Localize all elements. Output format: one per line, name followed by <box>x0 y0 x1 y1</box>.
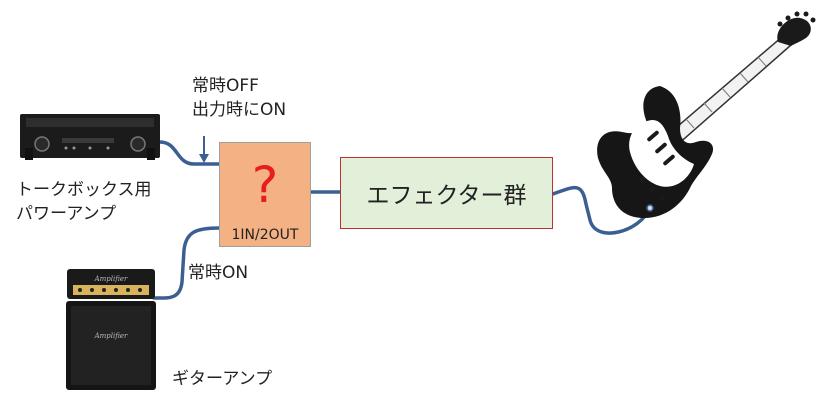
talkbox-signal-line2: 出力時にON <box>192 100 287 120</box>
talkbox-amp-label-line1: トークボックス用 <box>16 180 152 200</box>
amp-head-brand: Amplifier <box>94 275 128 283</box>
arrow-down-icon <box>199 136 209 163</box>
switch-io-label: 1IN/2OUT <box>231 227 299 243</box>
cable-effector-guitar <box>551 186 652 235</box>
switch-box: ? 1IN/2OUT <box>219 142 311 247</box>
switch-question-mark: ? <box>251 156 279 214</box>
effector-box: エフェクター群 <box>340 157 553 229</box>
cable-talkbox <box>158 140 221 166</box>
guitar-signal-label: 常時ON <box>188 263 249 283</box>
electric-guitar-icon <box>597 11 816 218</box>
amp-cab-brand: Amplifier <box>94 332 128 340</box>
power-amp-icon <box>20 114 160 160</box>
guitar-amp-label: ギターアンプ <box>172 369 273 389</box>
guitar-amp-icon: Amplifier Amplifier <box>66 269 156 390</box>
cables <box>152 140 652 300</box>
cable-guitar-amp <box>152 226 221 300</box>
talkbox-signal-line1: 常時OFF <box>192 76 259 96</box>
talkbox-amp-label-line2: パワーアンプ <box>16 204 117 224</box>
